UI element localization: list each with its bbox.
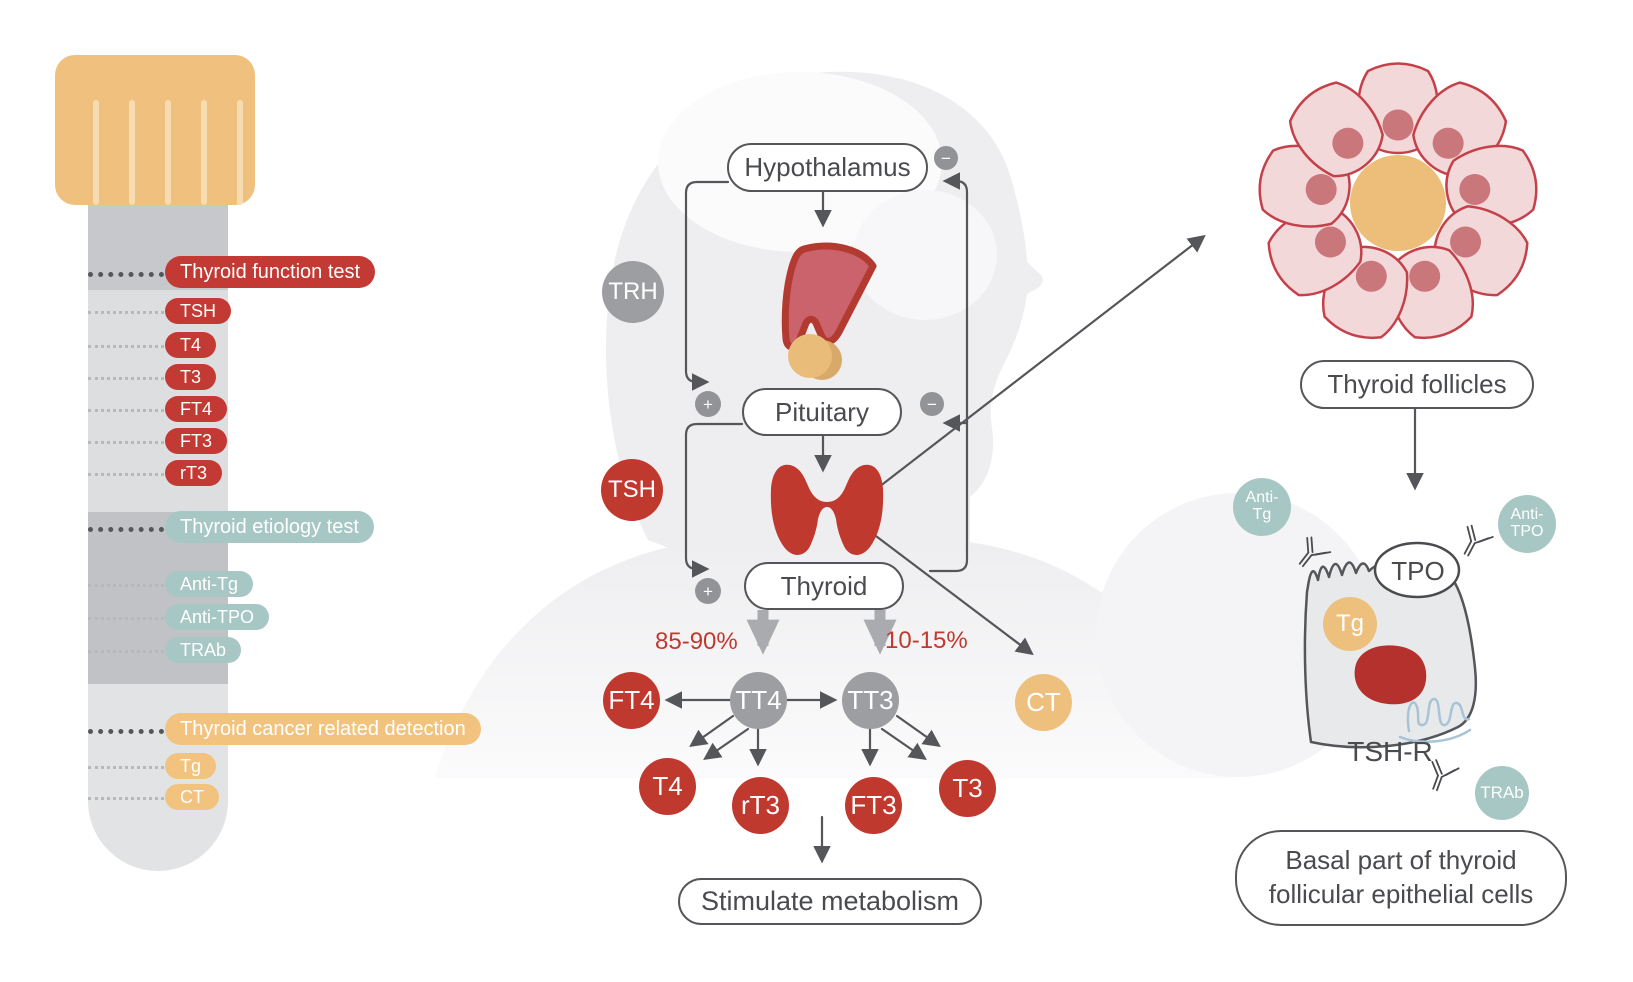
cap-stripe [201,100,207,205]
leader-line [88,441,164,444]
positive-feedback-badge: + [695,391,721,417]
leader-line [88,409,164,412]
secretion-arrows [746,610,897,655]
thyroid-gland-illustration [770,464,884,555]
pill-trab: TRAb [165,637,242,663]
cap-stripe [165,100,171,205]
label-thyroid-cancer-detection: Thyroid cancer related detection [165,713,481,745]
trh-circle: TRH [602,261,664,323]
hypothalamus-illustration [781,242,877,380]
anti-tg-antibody-icon [1290,534,1332,576]
node-thyroid-follicles: Thyroid follicles [1300,360,1534,409]
anti-tpo-line2: TPO [1510,523,1544,540]
anti-tg-line2: Tg [1252,506,1272,523]
negative-feedback-badge: − [934,146,958,170]
thyroid-follicle-illustration [1252,62,1544,349]
pill-anti-tg: Anti-Tg [165,571,254,597]
anti-tg-circle: Anti- Tg [1233,478,1291,536]
node-pituitary: Pituitary [742,388,902,436]
ct-circle: CT [1015,674,1072,731]
leader-line [88,729,164,734]
node-hypothalamus: Hypothalamus [727,143,928,192]
anti-tpo-antibody-icon [1454,523,1494,563]
leader-line [88,650,164,653]
node-stimulate-metabolism: Stimulate metabolism [678,878,982,925]
t4-circle: T4 [639,758,696,815]
cell-nucleus [1354,645,1427,705]
label-thyroid-function-test: Thyroid function test [165,256,376,288]
ft4-circle: FT4 [603,672,660,729]
anti-tpo-line1: Anti- [1510,506,1544,524]
node-thyroid: Thyroid [744,562,904,610]
node-basal-caption: Basal part of thyroid follicular epithel… [1235,830,1567,926]
leader-line [88,527,164,532]
anti-tg-line1: Anti- [1245,489,1279,507]
leader-line [88,377,164,380]
pill-anti-tpo: Anti-TPO [165,604,270,630]
leader-line [88,345,164,348]
pill-ft3: FT3 [165,428,228,454]
tg-circle: Tg [1323,597,1377,651]
rt3-circle: rT3 [732,777,789,834]
tshr-label: TSH-R [1347,736,1433,767]
cap-stripe [237,100,243,205]
leader-line [88,473,164,476]
label-thyroid-etiology-test: Thyroid etiology test [165,511,374,543]
caption-line1: Basal part of thyroid [1285,845,1517,876]
pill-tsh: TSH [165,298,231,324]
percent-t3: 10-15% [885,627,968,654]
leader-line [88,797,164,800]
positive-feedback-badge: + [695,578,721,604]
cap-stripe [93,100,99,205]
negative-feedback-badge: − [920,392,944,416]
leader-line [88,766,164,769]
percent-t4: 85-90% [655,628,738,655]
pill-ct: CT [165,784,219,810]
ft3-circle: FT3 [845,777,902,834]
tpo-label: TPO [1391,556,1445,586]
leader-line [88,272,164,277]
pill-t4: T4 [165,332,217,358]
leader-line [88,584,164,587]
flow-arrows [664,172,1424,864]
pill-ft4: FT4 [165,396,228,422]
trab-circle: TRAb [1475,766,1529,820]
cap-stripe [129,100,135,205]
leader-line [88,311,164,314]
pill-t3: T3 [165,364,217,390]
tube-cap [55,55,255,205]
pill-rt3: rT3 [165,460,222,486]
leader-line [88,617,164,620]
tt3-circle: TT3 [842,672,899,729]
t3-circle: T3 [939,760,996,817]
tsh-circle: TSH [601,459,663,521]
pill-tg: Tg [165,753,217,779]
tt4-circle: TT4 [730,672,787,729]
caption-line2: follicular epithelial cells [1268,879,1534,909]
anti-tpo-circle: Anti- TPO [1498,495,1556,553]
